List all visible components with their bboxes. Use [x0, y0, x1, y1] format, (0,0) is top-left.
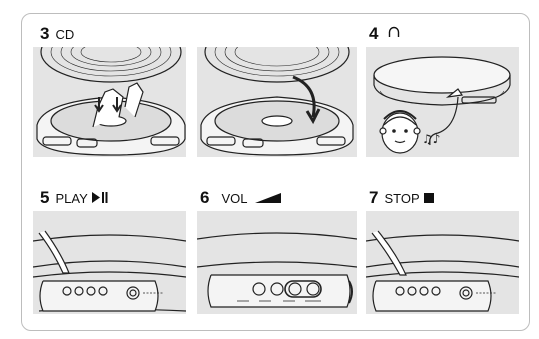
step-number: 4: [369, 24, 378, 44]
headphones-illustration: ♫♪: [366, 47, 519, 157]
step-5-header: 5 PLAY: [40, 188, 108, 208]
step-number: 6: [200, 188, 209, 208]
volume-control-illustration: [197, 211, 357, 314]
step-label: CD: [55, 27, 74, 42]
step-3-header: 3 CD: [40, 24, 74, 44]
headphones-icon: [388, 26, 400, 44]
play-button-illustration: [33, 211, 186, 314]
step-4-header: 4: [369, 24, 400, 44]
step-7-header: 7 STOP: [369, 188, 434, 208]
step-number: 7: [369, 188, 378, 208]
insert-cd-illustration-1: [33, 47, 186, 157]
volume-ramp-icon: [255, 190, 281, 208]
step-label: VOL: [221, 191, 247, 206]
step-6-header: 6 VOL: [200, 188, 281, 208]
svg-text:♫♪: ♫♪: [422, 132, 440, 146]
step-label: PLAY: [55, 191, 87, 206]
insert-cd-illustration-2: [197, 47, 357, 157]
step-number: 3: [40, 24, 49, 44]
step-label: STOP: [384, 191, 419, 206]
stop-button-illustration: [366, 211, 519, 314]
stop-icon: [424, 190, 434, 208]
play-pause-icon: [92, 190, 108, 208]
step-number: 5: [40, 188, 49, 208]
